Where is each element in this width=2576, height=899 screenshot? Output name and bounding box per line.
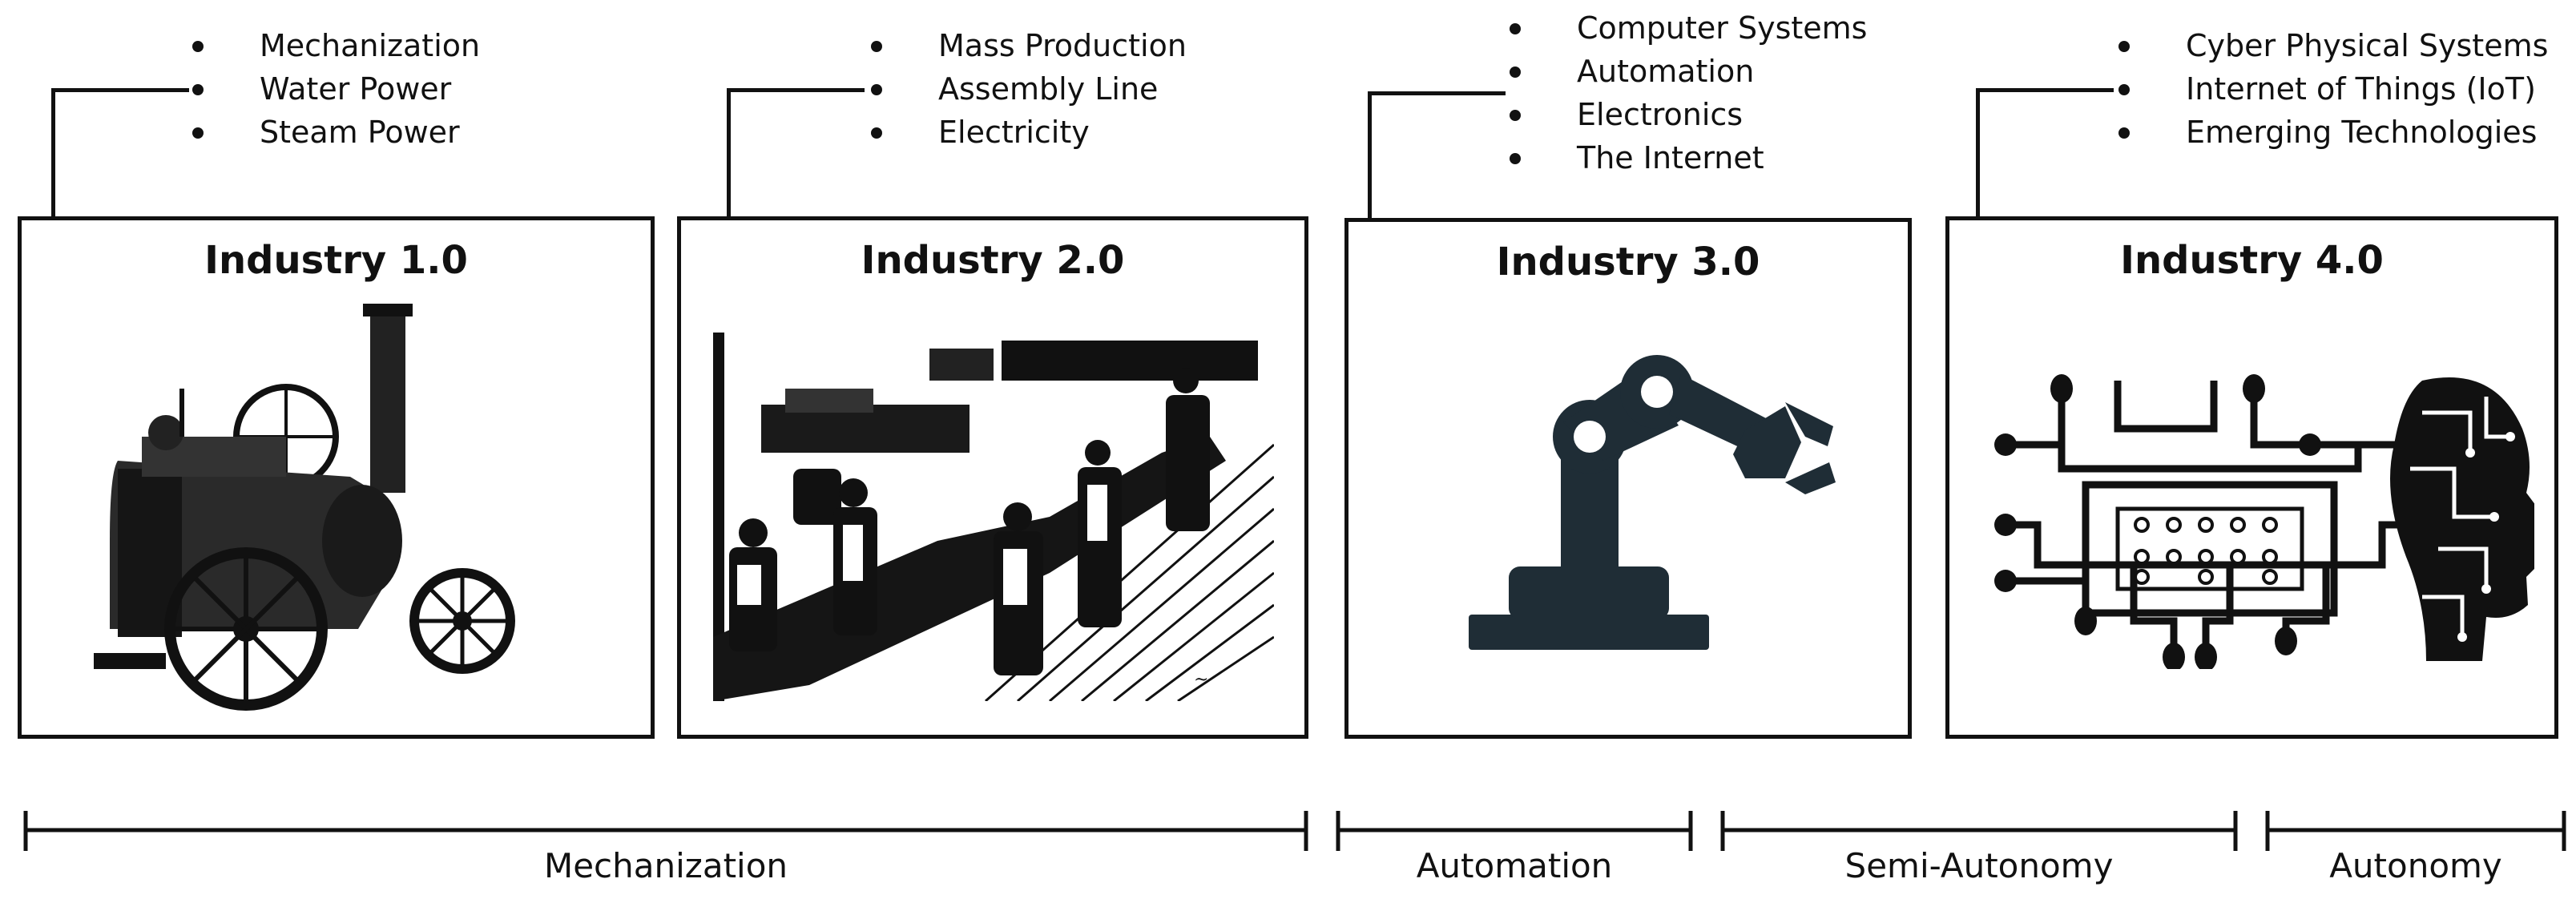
bullets-industry-3: Computer Systems Automation Electronics … [1506, 6, 1867, 179]
robot-arm-icon [1469, 355, 1836, 650]
era-label-mechanization: Mechanization [543, 846, 788, 885]
era-label-automation: Automation [1416, 846, 1613, 885]
connector-industry-1 [51, 88, 189, 218]
panel-industry-3: Industry 3.0 [1344, 218, 1912, 739]
bullet-item: Assembly Line [868, 67, 1187, 111]
circuit-head-icon [1994, 374, 2534, 669]
connector-industry-4 [1976, 88, 2114, 218]
svg-text:~: ~ [1194, 670, 1208, 690]
panel-title: Industry 3.0 [1496, 240, 1760, 284]
bullet-item: Electronics [1506, 93, 1867, 136]
bullet-item: Steam Power [189, 111, 480, 154]
bullet-item: Internet of Things (IoT) [2115, 67, 2548, 111]
bullet-item: The Internet [1506, 136, 1867, 179]
panel-title: Industry 2.0 [861, 238, 1125, 283]
bullet-item: Water Power [189, 67, 480, 111]
era-label-semi-autonomy: Semi-Autonomy [1844, 846, 2114, 885]
assembly-line-workers-icon: ~ [713, 333, 1274, 701]
bullets-industry-1: Mechanization Water Power Steam Power [189, 24, 480, 154]
panel-title: Industry 4.0 [2120, 238, 2384, 283]
steam-engine-icon [94, 304, 515, 711]
era-label-autonomy: Autonomy [2329, 846, 2502, 885]
bullet-item: Mass Production [868, 24, 1187, 67]
connector-industry-3 [1368, 91, 1506, 220]
bullets-industry-2: Mass Production Assembly Line Electricit… [868, 24, 1187, 154]
bullets-industry-4: Cyber Physical Systems Internet of Thing… [2115, 24, 2548, 154]
panel-industry-4: Industry 4.0 [1945, 216, 2558, 739]
panel-title: Industry 1.0 [204, 238, 468, 283]
panel-industry-2: Industry 2.0 [677, 216, 1308, 739]
bullet-item: Electricity [868, 111, 1187, 154]
bullet-item: Emerging Technologies [2115, 111, 2548, 154]
connector-industry-2 [727, 88, 865, 218]
panel-industry-1: Industry 1.0 [18, 216, 655, 739]
bullet-item: Automation [1506, 50, 1867, 93]
bullet-item: Cyber Physical Systems [2115, 24, 2548, 67]
bullet-item: Computer Systems [1506, 6, 1867, 50]
bullet-item: Mechanization [189, 24, 480, 67]
